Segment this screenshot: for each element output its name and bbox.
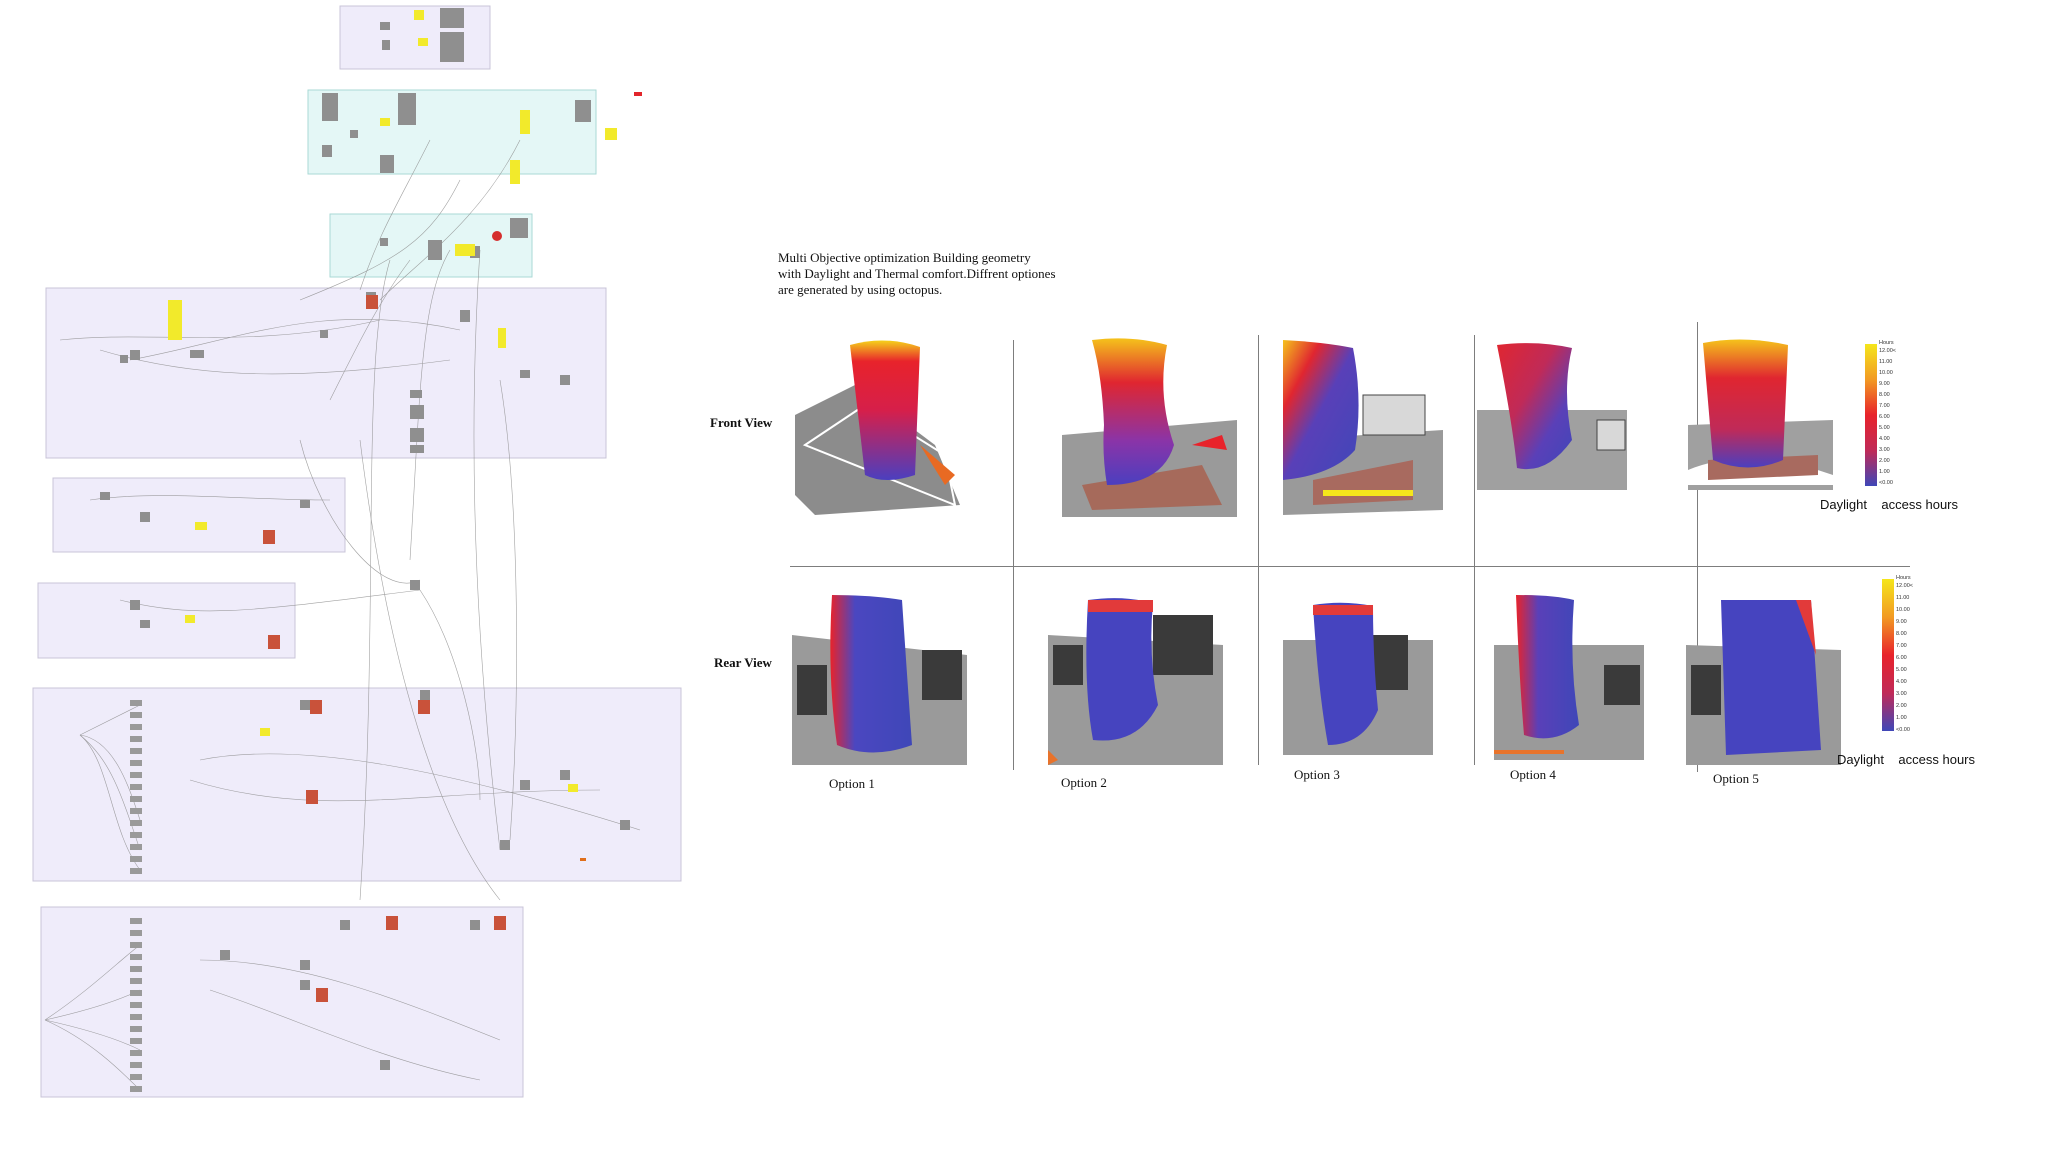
title-line-3: are generated by using octopus. bbox=[778, 282, 943, 297]
legend-tick: 11.00 bbox=[1896, 595, 1910, 601]
legend-tick: 1.00 bbox=[1879, 469, 1890, 475]
option-3-front-render bbox=[1283, 340, 1443, 515]
legend-colorbar bbox=[1865, 344, 1877, 486]
legend-tick: 7.00 bbox=[1879, 403, 1890, 409]
option-2-front-render bbox=[1062, 338, 1237, 517]
option-5-front-render bbox=[1688, 339, 1833, 490]
figure-title: Multi Objective optimization Building ge… bbox=[778, 250, 1198, 298]
legend-colorbar bbox=[1882, 579, 1894, 731]
legend-caption-word1: Daylight bbox=[1820, 497, 1867, 512]
legend-tick: 10.00 bbox=[1879, 370, 1893, 376]
legend-tick: 7.00 bbox=[1896, 643, 1907, 649]
node-group-6[interactable] bbox=[37, 582, 296, 659]
legend-tick: 3.00 bbox=[1896, 691, 1907, 697]
legend-tick: 6.00 bbox=[1879, 414, 1890, 420]
title-line-2: with Daylight and Thermal comfort.Diffre… bbox=[778, 266, 1056, 281]
legend-tick: 11.00 bbox=[1879, 359, 1893, 365]
legend-tick: 10.00 bbox=[1896, 607, 1910, 613]
daylight-legend-rear: Hours 12.00< 11.00 10.00 9.00 8.00 7.00 … bbox=[1882, 575, 1942, 735]
node-group-4[interactable] bbox=[45, 287, 607, 459]
rear-view-label: Rear View bbox=[714, 655, 772, 670]
grid-divider bbox=[1013, 340, 1014, 770]
daylight-legend-front: Hours 12.00< 11.00 10.00 9.00 8.00 7.00 … bbox=[1865, 340, 1925, 490]
option-5-label: Option 5 bbox=[1713, 771, 1759, 786]
grid-divider bbox=[790, 566, 1910, 567]
legend-tick: 8.00 bbox=[1896, 631, 1907, 637]
option-4-label: Option 4 bbox=[1510, 767, 1556, 782]
legend-tick: 9.00 bbox=[1879, 381, 1890, 387]
legend-caption-word2: access hours bbox=[1881, 497, 1959, 512]
option-3-rear-render bbox=[1283, 602, 1433, 755]
legend-tick: 8.00 bbox=[1879, 392, 1890, 398]
option-2-rear-render bbox=[1048, 598, 1223, 765]
grasshopper-canvas[interactable] bbox=[0, 0, 700, 1152]
grid-divider bbox=[1474, 335, 1475, 765]
legend-tick: 3.00 bbox=[1879, 447, 1890, 453]
legend-tick: 2.00 bbox=[1896, 703, 1907, 709]
legend-caption-front: Daylight access hours bbox=[1820, 497, 1958, 512]
option-1-front-render bbox=[795, 340, 960, 515]
legend-tick: 5.00 bbox=[1896, 667, 1907, 673]
option-3-label: Option 3 bbox=[1294, 767, 1340, 782]
front-view-label: Front View bbox=[710, 415, 773, 430]
legend-caption-word1: Daylight bbox=[1837, 752, 1884, 767]
legend-tick: 9.00 bbox=[1896, 619, 1907, 625]
option-4-front-render bbox=[1477, 343, 1627, 490]
grid-divider bbox=[1258, 335, 1259, 765]
legend-tick: 6.00 bbox=[1896, 655, 1907, 661]
legend-unit: Hours bbox=[1896, 575, 1911, 581]
legend-unit: Hours bbox=[1879, 340, 1894, 346]
legend-tick: 5.00 bbox=[1879, 425, 1890, 431]
title-line-1: Multi Objective optimization Building ge… bbox=[778, 250, 1031, 265]
legend-tick: 4.00 bbox=[1879, 436, 1890, 442]
option-2-label: Option 2 bbox=[1061, 775, 1107, 790]
option-1-label: Option 1 bbox=[829, 776, 875, 791]
legend-caption-word2: access hours bbox=[1898, 752, 1976, 767]
option-4-rear-render bbox=[1494, 595, 1644, 760]
legend-tick: 12.00< bbox=[1896, 583, 1913, 589]
node-group-8[interactable] bbox=[40, 906, 524, 1098]
node-group-5[interactable] bbox=[52, 477, 346, 553]
option-1-rear-render bbox=[792, 595, 967, 765]
legend-tick: <0.00 bbox=[1879, 480, 1893, 486]
legend-tick: 1.00 bbox=[1896, 715, 1907, 721]
option-5-rear-render bbox=[1686, 600, 1841, 765]
legend-tick: <0.00 bbox=[1896, 727, 1910, 733]
legend-tick: 12.00< bbox=[1879, 348, 1896, 354]
legend-tick: 2.00 bbox=[1879, 458, 1890, 464]
grid-divider bbox=[1697, 322, 1698, 772]
legend-caption-rear: Daylight access hours bbox=[1837, 752, 1975, 767]
legend-tick: 4.00 bbox=[1896, 679, 1907, 685]
